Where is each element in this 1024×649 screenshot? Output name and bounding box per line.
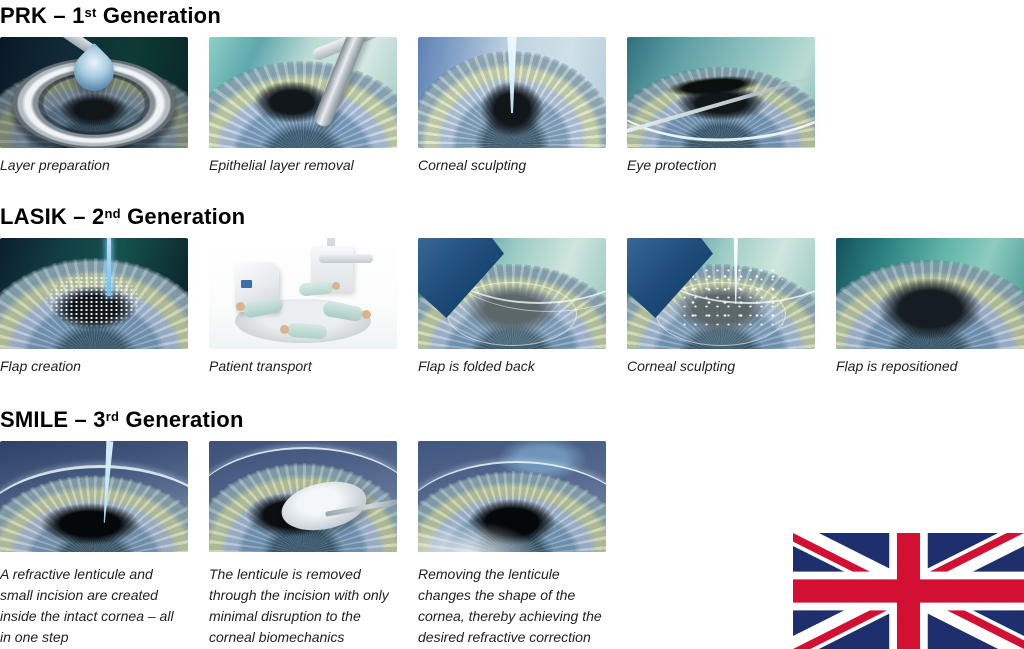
section-lasik: LASIK – 2nd Generation Flap creation (0, 204, 1024, 375)
step-caption: Eye protection (627, 157, 717, 173)
step-caption: Corneal sculpting (418, 157, 527, 173)
procedure-step: Patient transport (209, 238, 397, 375)
step-caption: A refractive lenticule and small incisio… (0, 566, 174, 645)
cornea-dome (0, 465, 188, 552)
flap-edge-arc (836, 238, 1014, 349)
procedure-step: Epithelial layer removal (209, 37, 397, 174)
machine-arm (319, 254, 373, 263)
procedure-step: A refractive lenticule and small incisio… (0, 441, 188, 648)
step-row-smile: A refractive lenticule and small incisio… (0, 441, 1024, 648)
layer-preparation-illustration (0, 37, 188, 148)
section-title-ordinal: nd (104, 206, 121, 221)
section-title-text: Generation (96, 3, 221, 28)
united-kingdom-flag (793, 533, 1024, 649)
section-title-text: LASIK – 2 (0, 204, 105, 229)
lenticule-creation-illustration (0, 441, 188, 552)
step-caption: Flap is folded back (418, 358, 535, 374)
dot-mesh (29, 264, 159, 336)
section-title-text: PRK – 1 (0, 3, 85, 28)
section-smile: SMILE – 3rd Generation A refractive lent… (0, 407, 1024, 648)
patient-head (362, 310, 371, 319)
procedure-step: Corneal sculpting (627, 238, 815, 375)
procedure-step: Flap is repositioned (836, 238, 1024, 375)
procedure-step: The lenticule is removed through the inc… (209, 441, 397, 648)
femtosecond-beam (107, 238, 112, 296)
section-title-text: Generation (120, 204, 246, 229)
step-row-lasik: Flap creation (0, 238, 1024, 375)
epithelial-removal-illustration (209, 37, 397, 148)
procedure-step: Flap creation (0, 238, 188, 375)
cornea-dome (418, 461, 606, 552)
flap-repositioned-illustration (836, 238, 1024, 349)
patient (286, 322, 328, 340)
patient-head (236, 302, 245, 311)
corneal-sculpting-illustration (418, 37, 606, 148)
step-caption: Layer preparation (0, 157, 110, 173)
step-caption: Removing the lenticule changes the shape… (418, 566, 602, 645)
flap-folded-back-illustration (418, 238, 606, 349)
procedure-step: Removing the lenticule changes the shape… (418, 441, 606, 648)
section-prk: PRK – 1st Generation Layer preparation (0, 3, 1024, 174)
patient (298, 280, 334, 297)
excimer-beam (733, 238, 738, 304)
laser-beam (507, 37, 517, 113)
procedure-step: Flap is folded back (418, 238, 606, 375)
step-caption: Corneal sculpting (627, 358, 736, 374)
section-title-ordinal: rd (105, 409, 120, 424)
patient-transport-illustration (209, 238, 397, 349)
procedure-step: Layer preparation (0, 37, 188, 174)
procedure-step: Eye protection (627, 37, 815, 174)
section-title-text: Generation (119, 407, 244, 432)
section-title-lasik: LASIK – 2nd Generation (0, 204, 1024, 229)
lenticule-removal-illustration (209, 441, 397, 552)
patient-head (332, 282, 340, 290)
flag-red-cross (793, 533, 1024, 649)
section-title-smile: SMILE – 3rd Generation (0, 407, 1024, 432)
step-row-prk: Layer preparation Epithelial layer remov… (0, 37, 1024, 174)
section-title-text: SMILE – 3 (0, 407, 106, 432)
ablation-sparkles (683, 269, 784, 328)
procedure-step: Corneal sculpting (418, 37, 606, 174)
pupil (878, 278, 982, 340)
section-title-prk: PRK – 1st Generation (0, 3, 1024, 28)
machine-screen (241, 280, 252, 288)
eye-protection-illustration (627, 37, 815, 148)
step-caption: Flap is repositioned (836, 358, 958, 374)
flap-creation-illustration (0, 238, 188, 349)
corrected-eye-illustration (418, 441, 606, 552)
lasik-sculpting-illustration (627, 238, 815, 349)
patient-head (280, 325, 289, 334)
cornea-dome (209, 447, 397, 552)
step-caption: The lenticule is removed through the inc… (209, 566, 389, 645)
step-caption: Patient transport (209, 358, 312, 374)
step-caption: Flap creation (0, 358, 81, 374)
protective-shield (627, 37, 815, 148)
section-title-ordinal: st (84, 5, 97, 20)
step-caption: Epithelial layer removal (209, 157, 354, 173)
